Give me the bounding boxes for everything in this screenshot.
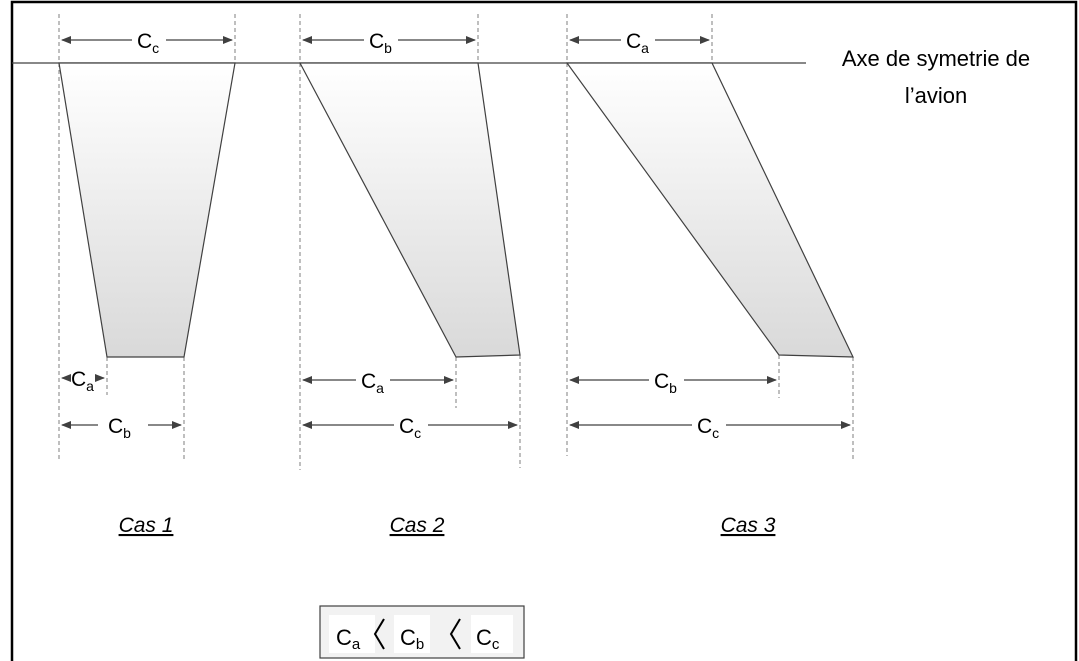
legend-less-than-symbol-2 xyxy=(449,618,461,650)
svg-text:Cb: Cb xyxy=(108,415,131,441)
case3-bottom-dimension-2: Cc xyxy=(569,415,851,441)
case3-top-dimension: Ca xyxy=(569,30,710,56)
case1-label: Cas 1 xyxy=(119,514,174,537)
svg-text:Cc: Cc xyxy=(399,415,421,441)
case2-bottom2-sub: c xyxy=(414,425,421,441)
case1-bottom1-sub: a xyxy=(86,378,94,394)
wing-planform-case1 xyxy=(58,62,236,358)
case3-bottom2-letter: C xyxy=(697,415,712,438)
guide-lines xyxy=(58,14,854,470)
case1-top-dimension: Cc xyxy=(61,30,233,56)
case1-bottom1-letter: C xyxy=(71,368,86,391)
legend-less-than-symbol-1 xyxy=(373,618,385,650)
case3-label: Cas 3 xyxy=(721,514,776,537)
svg-text:Cc: Cc xyxy=(697,415,719,441)
case2-bottom1-sub: a xyxy=(376,380,384,396)
legend-item2-letter: C xyxy=(400,625,416,650)
case3-bottom1-sub: b xyxy=(669,380,677,396)
legend-item1-letter: C xyxy=(336,625,352,650)
legend-item1-sub: a xyxy=(352,636,361,653)
svg-text:Cc: Cc xyxy=(137,30,159,56)
case1-top-sub: c xyxy=(152,40,159,56)
legend-inequality: Ca Cb Cc xyxy=(319,605,525,659)
svg-text:Cc: Cc xyxy=(476,625,500,653)
svg-text:Ca: Ca xyxy=(336,625,361,653)
axis-label-line2: l’avion xyxy=(905,83,967,108)
case3-top-letter: C xyxy=(626,30,641,53)
case3-top-sub: a xyxy=(641,40,649,56)
svg-text:Cb: Cb xyxy=(369,30,392,56)
case1-bottom2-letter: C xyxy=(108,415,123,438)
svg-text:Cb: Cb xyxy=(400,625,424,653)
svg-text:Ca: Ca xyxy=(361,370,384,396)
case2-bottom-dimension-1: Ca xyxy=(302,370,454,396)
wing-planform-case2 xyxy=(299,62,521,358)
svg-text:Ca: Ca xyxy=(71,368,94,394)
case1-bottom2-sub: b xyxy=(123,425,131,441)
legend-item3-sub: c xyxy=(492,636,500,653)
svg-text:Cb: Cb xyxy=(654,370,677,396)
case3-bottom2-sub: c xyxy=(712,425,719,441)
case2-top-letter: C xyxy=(369,30,384,53)
axis-label-line1: Axe de symetrie de xyxy=(842,46,1030,71)
svg-text:Ca: Ca xyxy=(626,30,649,56)
legend-item2-sub: b xyxy=(416,636,424,653)
diagram-frame xyxy=(10,0,1078,661)
case2-label: Cas 2 xyxy=(390,514,445,537)
case2-top-sub: b xyxy=(384,40,392,56)
case2-top-dimension: Cb xyxy=(302,30,476,56)
case2-bottom2-letter: C xyxy=(399,415,414,438)
case1-bottom-dimension-1: Ca xyxy=(61,368,105,394)
case3-bottom1-letter: C xyxy=(654,370,669,393)
case3-bottom-dimension-1: Cb xyxy=(569,370,777,396)
case1-bottom-dimension-2: Cb xyxy=(61,415,182,441)
case1-top-letter: C xyxy=(137,30,152,53)
wing-planform-case3 xyxy=(565,62,854,358)
case2-bottom1-letter: C xyxy=(361,370,376,393)
case2-bottom-dimension-2: Cc xyxy=(302,415,518,441)
legend-item3-letter: C xyxy=(476,625,492,650)
